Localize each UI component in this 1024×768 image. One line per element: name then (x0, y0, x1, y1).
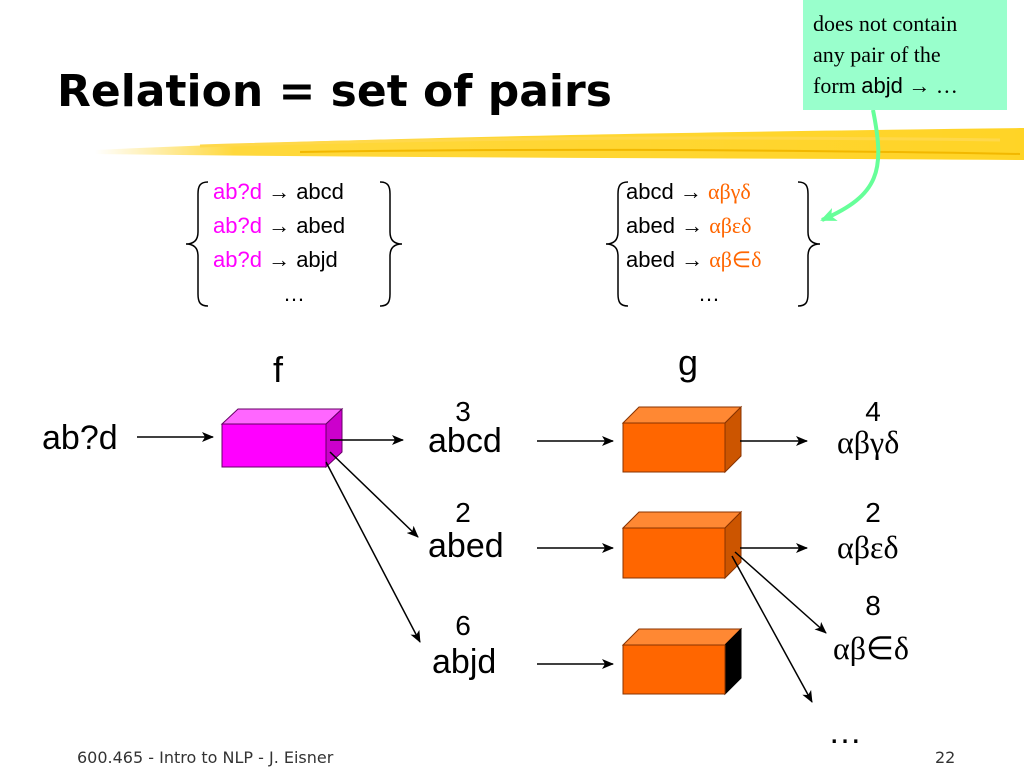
right-set-close-brace (797, 181, 821, 307)
arrow-f-to-abed (329, 451, 419, 538)
note-arrow-text: → … (902, 73, 958, 98)
weight-abjd: 6 (455, 610, 471, 641)
right-set-open-brace (605, 181, 629, 307)
pair-input: abed (626, 247, 675, 272)
right-pair-set: abcd → αβγδ abed → αβεδ abed → αβ∈δ … (626, 175, 761, 311)
left-pair-row: ab?d → abjd (213, 243, 345, 277)
more-outputs-ellipsis: … (828, 713, 862, 751)
note-pointer-arrow (820, 109, 881, 222)
title-brush-underline (95, 128, 1024, 160)
weight-output-1: 4 (865, 396, 881, 427)
arrow-g2-to-more (731, 555, 813, 703)
output-string-2: αβεδ (837, 529, 899, 565)
pair-input: abcd (626, 179, 674, 204)
right-set-ellipsis: … (698, 281, 720, 306)
pair-arrow: → (261, 213, 297, 238)
pair-arrow: → (674, 213, 710, 238)
arrow-g2-to-output2 (734, 551, 827, 634)
output-string-3: αβ∈δ (833, 630, 909, 666)
weight-output-3: 8 (865, 590, 881, 621)
left-set-close-brace (379, 181, 403, 307)
note-line-1: does not contain (813, 11, 958, 36)
f-label: f (273, 349, 284, 390)
pair-input: ab?d (213, 179, 262, 204)
note-code: abjd (861, 73, 903, 98)
middle-string-abed: abed (428, 527, 504, 565)
pair-output: abjd (296, 247, 338, 272)
weight-abcd: 3 (455, 396, 471, 427)
pair-output: αβ∈δ (709, 247, 762, 272)
pair-arrow: → (261, 179, 297, 204)
pair-arrow: → (674, 247, 710, 272)
note-form-text: form (813, 73, 862, 98)
pair-input: ab?d (213, 213, 262, 238)
g-transducer-box-1 (621, 405, 743, 474)
right-pair-row: abed → αβεδ (626, 209, 761, 243)
callout-note: does not contain any pair of the form ab… (803, 0, 1007, 110)
g-label: g (678, 342, 699, 383)
arrow-f-to-abjd (325, 461, 421, 643)
pair-arrow: → (261, 247, 297, 272)
right-pair-row: abcd → αβγδ (626, 175, 761, 209)
left-set-ellipsis: … (283, 281, 305, 306)
g-transducer-box-2 (621, 510, 743, 580)
left-set-open-brace (185, 181, 209, 307)
pair-input: abed (626, 213, 675, 238)
middle-string-abcd: abcd (428, 422, 502, 460)
note-line-3: form abjd → … (813, 70, 997, 101)
slide-title: Relation = set of pairs (57, 66, 612, 117)
input-string: ab?d (42, 419, 118, 457)
footer-text: 600.465 - Intro to NLP - J. Eisner (77, 748, 334, 767)
middle-string-abjd: abjd (432, 643, 497, 681)
g-transducer-box-3 (621, 627, 743, 696)
pair-input: ab?d (213, 247, 262, 272)
pair-output: αβγδ (707, 179, 751, 204)
page-number: 22 (935, 748, 956, 767)
pair-output: abcd (296, 179, 344, 204)
weight-output-2: 2 (865, 497, 881, 528)
pair-output: abed (296, 213, 346, 238)
pair-arrow: → (673, 179, 708, 204)
left-pair-row: ab?d → abed (213, 209, 345, 243)
left-pair-set: ab?d → abcd ab?d → abed ab?d → abjd … (213, 175, 345, 311)
right-pair-row: abed → αβ∈δ (626, 243, 761, 277)
pair-output: αβεδ (709, 213, 752, 238)
output-string-1: αβγδ (837, 424, 900, 460)
left-pair-row: ab?d → abcd (213, 175, 345, 209)
f-transducer-box (220, 407, 344, 469)
note-line-2: any pair of the (813, 42, 941, 67)
weight-abed: 2 (455, 497, 471, 528)
